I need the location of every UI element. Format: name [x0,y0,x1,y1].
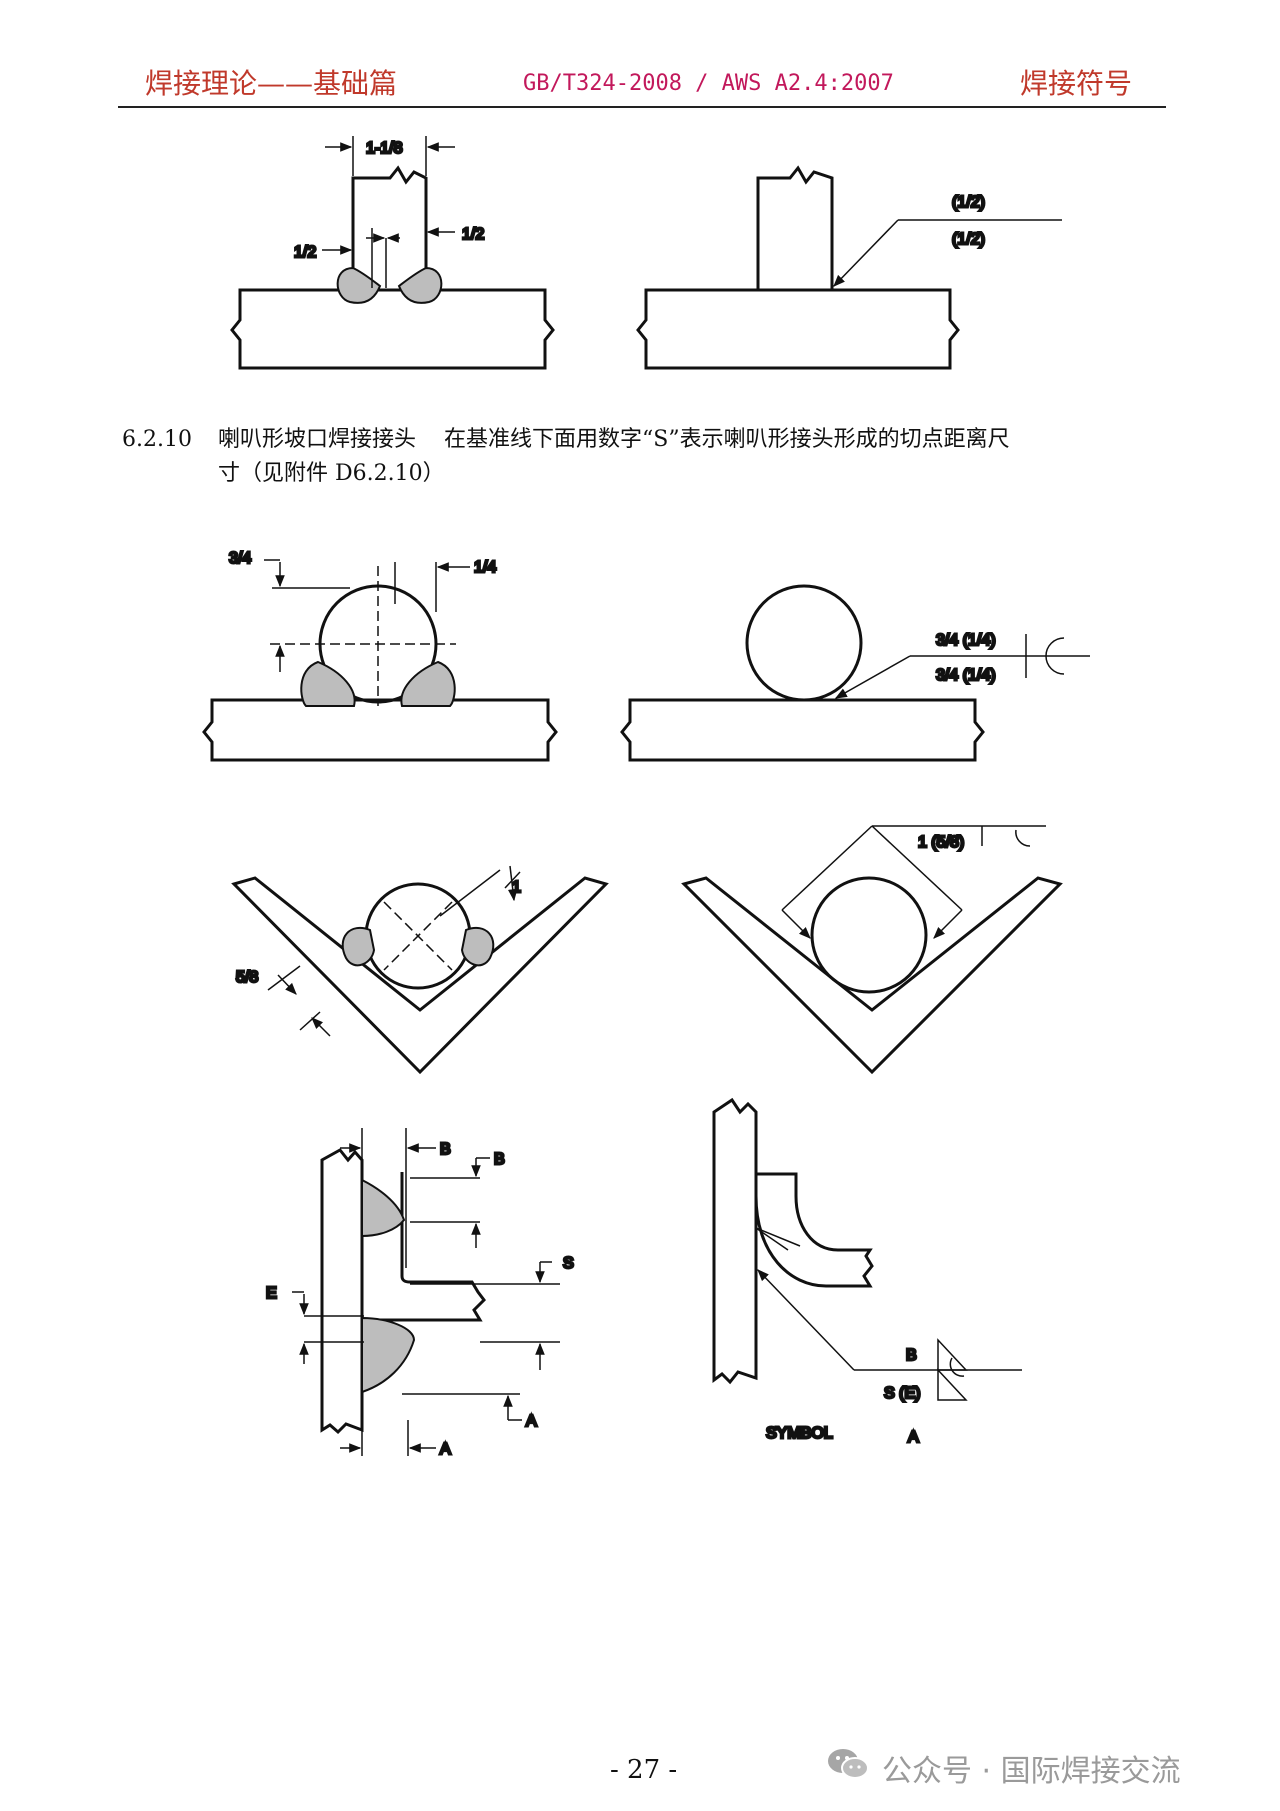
fig1-dim-top: 1-1/8 [366,140,403,157]
fig8-a: A [908,1429,919,1446]
section-paragraph: 6.2.10 喇叭形坡口焊接接头 在基准线下面用数字“S”表示喇叭形接头形成的切点距… [122,423,1172,491]
figure-6-v-groove-symbol [681,825,1063,1075]
figure-4-flare-bevel-symbol [620,584,1090,762]
fig7-s: S [563,1255,574,1272]
fig7-a-bottom: A [440,1441,451,1458]
section-body-line-1: 在基准线下面用数字“S”表示喇叭形接头形成的切点距离尺 [444,427,1010,452]
figure-1-t-joint-dimensioned [230,136,555,370]
weld-figures: 1-1/8 1/2 1/2 (1/2) (1/2) [202,136,1090,1460]
wechat-logo-icon [826,1746,870,1790]
fig7-b-right: B [494,1151,505,1168]
fig3-dim-left: 3/4 [229,550,251,567]
figure-7-flare-corner-dimensioned [292,1128,560,1456]
figure-5-v-groove-dimensioned [231,865,609,1075]
header-standard-code: GB/T324-2008 / AWS A2.4:2007 [523,71,894,96]
fig8-s-e: S (E) [884,1385,920,1402]
fig7-a-right: A [526,1413,537,1430]
fig2-above-line: (1/2) [952,194,985,211]
section-title: 喇叭形坡口焊接接头 [218,427,417,452]
fig8-caption: SYMBOL [766,1425,833,1442]
fig8-b: B [906,1347,917,1364]
fig4-below-line: 3/4 (1/4) [936,667,996,684]
fig7-e: E [266,1285,277,1302]
fig5-dim-bottom: 5/8 [236,969,258,986]
figure-8-flare-corner-symbol [712,1097,1022,1401]
section-body-line-2: 寸（见附件 D6.2.10） [218,461,445,486]
fig1-dim-right: 1/2 [462,226,484,243]
fig4-above-line: 3/4 (1/4) [936,632,996,649]
figure-3-flare-bevel-dimensioned [202,559,558,762]
fig7-b-top: B [440,1141,451,1158]
header-left-title: 焊接理论——基础篇 [145,67,398,100]
watermark-text: 公众号 · 国际焊接交流 [882,1754,1181,1789]
header-divider [118,106,1166,108]
section-number: 6.2.10 [122,427,192,452]
fig1-dim-left: 1/2 [294,244,316,261]
fig2-below-line: (1/2) [952,231,985,248]
page-number: - 27 - [610,1755,678,1785]
figure-2-t-joint-symbol [636,165,1062,370]
header-right-title: 焊接符号 [1020,67,1133,100]
watermark: 公众号 · 国际焊接交流 [826,1746,1181,1790]
fig3-dim-right: 1/4 [474,559,496,576]
fig6-label: 1 (5/8) [918,834,964,851]
fig5-dim-side: 1 [512,879,521,896]
